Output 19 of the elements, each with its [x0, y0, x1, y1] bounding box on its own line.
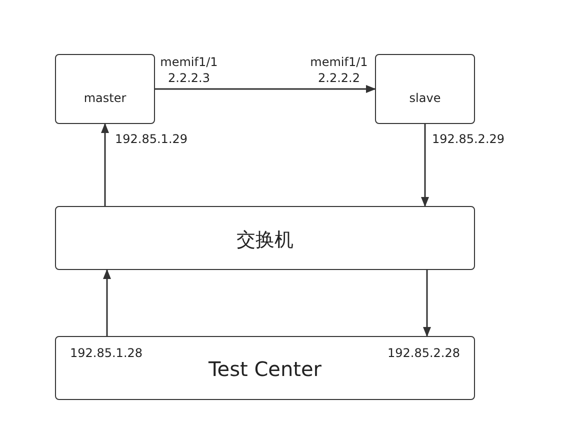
process-box: [55, 54, 155, 124]
ip-address: 192.85.1.28: [70, 346, 143, 360]
box-label: slave: [408, 91, 442, 105]
interface-label: memif1/1 2.2.2.3: [159, 54, 219, 86]
box-label: master: [82, 91, 128, 105]
box-title: Test Center: [207, 357, 323, 381]
edge-label: 192.85.2.29: [432, 132, 505, 146]
ip-address: 192.85.2.28: [387, 346, 460, 360]
arrow: [155, 85, 376, 93]
arrow: [103, 269, 111, 336]
arrow: [423, 270, 431, 337]
box-label: 交换机: [236, 228, 294, 253]
process-box: [375, 54, 475, 124]
interface-label: memif1/1 2.2.2.2: [309, 54, 369, 86]
process-box: [55, 206, 475, 270]
arrow: [421, 124, 429, 207]
edge-label: 192.85.1.29: [115, 132, 188, 146]
arrow: [101, 123, 109, 206]
process-box: [55, 336, 475, 400]
